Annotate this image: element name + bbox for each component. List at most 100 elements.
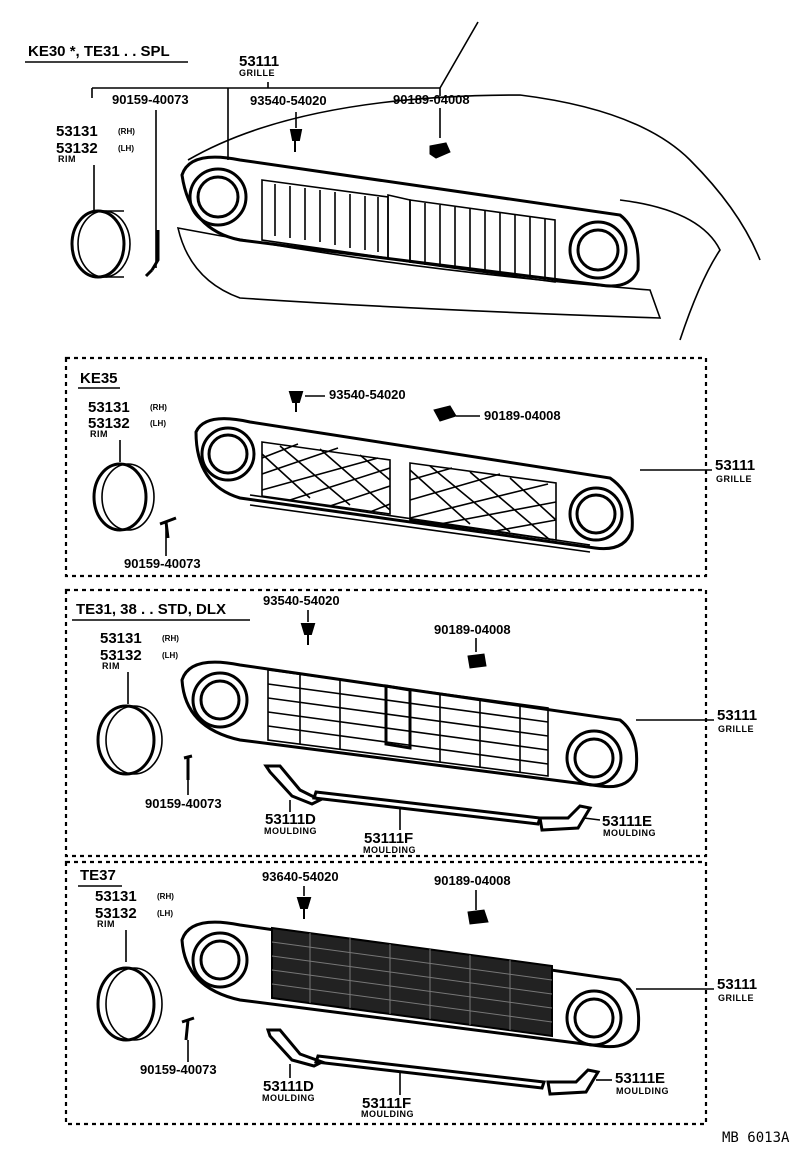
bolt-part-number: 93540-54020 xyxy=(250,93,327,108)
headlamp-lens-right xyxy=(575,493,617,535)
grille-insert-dark xyxy=(271,926,553,1038)
grille-slats-left xyxy=(274,184,379,252)
rim-lh-tag: (LH) xyxy=(162,651,178,660)
moulding-f-label: MOULDING xyxy=(361,1109,414,1119)
screw-part-number: 90159-40073 xyxy=(140,1062,217,1077)
screw-icon xyxy=(181,1016,195,1041)
grille-part-number: 53111 xyxy=(717,707,757,724)
headlamp-rim xyxy=(96,704,163,776)
section-ke30-te31-spl: KE30 *, TE31 . . SPL 53111 GRILLE 90159-… xyxy=(25,21,761,341)
moulding-d-label: MOULDING xyxy=(264,826,317,836)
rim-lh-part-number: 53132 xyxy=(56,140,98,157)
nut-part-number: 90189-04008 xyxy=(484,408,561,423)
section-border xyxy=(64,860,708,1126)
headlamp-lens-right xyxy=(573,737,615,779)
grille-label: GRILLE xyxy=(718,724,754,734)
moulding-f-part-number: 53111F xyxy=(364,830,413,847)
screw-part-number: 90159-40073 xyxy=(145,796,222,811)
rim-rh-part-number: 53131 xyxy=(56,123,98,140)
nut-icon xyxy=(467,653,487,669)
grille-center-emblem xyxy=(387,193,411,263)
headlamp-lens-right xyxy=(576,228,620,272)
moulding-e-label: MOULDING xyxy=(603,828,656,838)
screw-part-number: 90159-40073 xyxy=(124,556,201,571)
section-title: KE30 *, TE31 . . SPL xyxy=(28,43,170,60)
moulding-e-part-number: 53111E xyxy=(602,813,652,830)
section-title: TE31, 38 . . STD, DLX xyxy=(76,601,226,618)
nut-icon xyxy=(467,909,489,925)
moulding-d-part xyxy=(263,764,324,806)
rim-label: RIM xyxy=(97,919,115,929)
moulding-d-part xyxy=(265,1028,326,1068)
moulding-e-part-number: 53111E xyxy=(615,1070,665,1087)
moulding-f-part xyxy=(311,790,543,826)
grille-part-number: 53111 xyxy=(717,976,757,993)
section-title: KE35 xyxy=(80,370,118,387)
rim-rh-part-number: 53131 xyxy=(100,630,142,647)
rim-lh-tag: (LH) xyxy=(118,144,134,153)
fender-outline xyxy=(619,199,721,341)
rim-rh-tag: (RH) xyxy=(118,127,135,136)
headlamp-rim xyxy=(70,209,131,279)
moulding-d-part-number: 53111D xyxy=(263,1078,314,1095)
bolt-part-number: 93640-54020 xyxy=(262,869,339,884)
moulding-e-part xyxy=(546,1068,601,1096)
mesh-pattern-left xyxy=(261,443,391,513)
rim-lh-tag: (LH) xyxy=(157,909,173,918)
bolt-part-number: 93540-54020 xyxy=(329,387,406,402)
bolt-icon xyxy=(288,391,304,412)
rim-label: RIM xyxy=(102,661,120,671)
section-border xyxy=(64,588,708,858)
grille-insert xyxy=(267,669,549,777)
grille-frame xyxy=(180,660,639,789)
bolt-icon xyxy=(289,129,303,152)
nut-part-number: 90189-04008 xyxy=(434,622,511,637)
moulding-f-part xyxy=(313,1054,547,1090)
moulding-e-label: MOULDING xyxy=(616,1086,669,1096)
rim-label: RIM xyxy=(58,154,76,164)
headlamp-opening-right xyxy=(568,486,624,542)
bolt-icon xyxy=(300,623,316,645)
headlamp-lens-left xyxy=(196,175,240,219)
nut-part-number: 90189-04008 xyxy=(434,873,511,888)
grille-part-number: 53111 xyxy=(715,457,755,474)
rim-rh-part-number: 53131 xyxy=(95,888,137,905)
headlamp-lens-left xyxy=(199,939,241,981)
rim-rh-tag: (RH) xyxy=(157,892,174,901)
moulding-e-part xyxy=(538,804,593,832)
headlamp-opening-right xyxy=(565,989,623,1047)
grille-assembly xyxy=(180,660,639,789)
grille-assembly xyxy=(194,417,634,553)
headlamp-opening-left xyxy=(191,931,249,989)
hood-outline xyxy=(187,21,761,261)
moulding-f-label: MOULDING xyxy=(363,845,416,855)
nut-icon xyxy=(429,142,451,159)
section-ke35: KE35 53131 (RH) 53132 (LH) RIM 93540-540… xyxy=(64,356,755,578)
rim-rh-tag: (RH) xyxy=(150,403,167,412)
headlamp-opening-left xyxy=(200,426,256,482)
grille-assembly xyxy=(180,920,641,1049)
screw-icon xyxy=(183,754,193,780)
grille-mesh-left xyxy=(261,441,391,515)
grille-label: GRILLE xyxy=(716,474,752,484)
grille-vertical-bars xyxy=(299,674,521,773)
grille-label: GRILLE xyxy=(239,68,275,78)
headlamp-opening-right xyxy=(568,220,628,280)
headlamp-rim xyxy=(92,462,155,532)
grille-part-number: 53111 xyxy=(239,53,279,70)
rim-label: RIM xyxy=(90,429,108,439)
rim-rh-part-number: 53131 xyxy=(88,399,130,416)
bumper xyxy=(176,226,662,319)
rim-rh-tag: (RH) xyxy=(162,634,179,643)
headlamp-lens-left xyxy=(199,679,241,721)
section-title: TE37 xyxy=(80,867,116,884)
screw-part-number: 90159-40073 xyxy=(112,92,189,107)
moulding-e-leader xyxy=(583,817,601,821)
headlamp-opening-left xyxy=(188,167,248,227)
moulding-d-label: MOULDING xyxy=(262,1093,315,1103)
bolt-icon xyxy=(296,897,312,919)
grille-pattern xyxy=(271,933,553,1030)
moulding-f-part-number: 53111F xyxy=(362,1095,411,1112)
rim-lh-tag: (LH) xyxy=(150,419,166,428)
